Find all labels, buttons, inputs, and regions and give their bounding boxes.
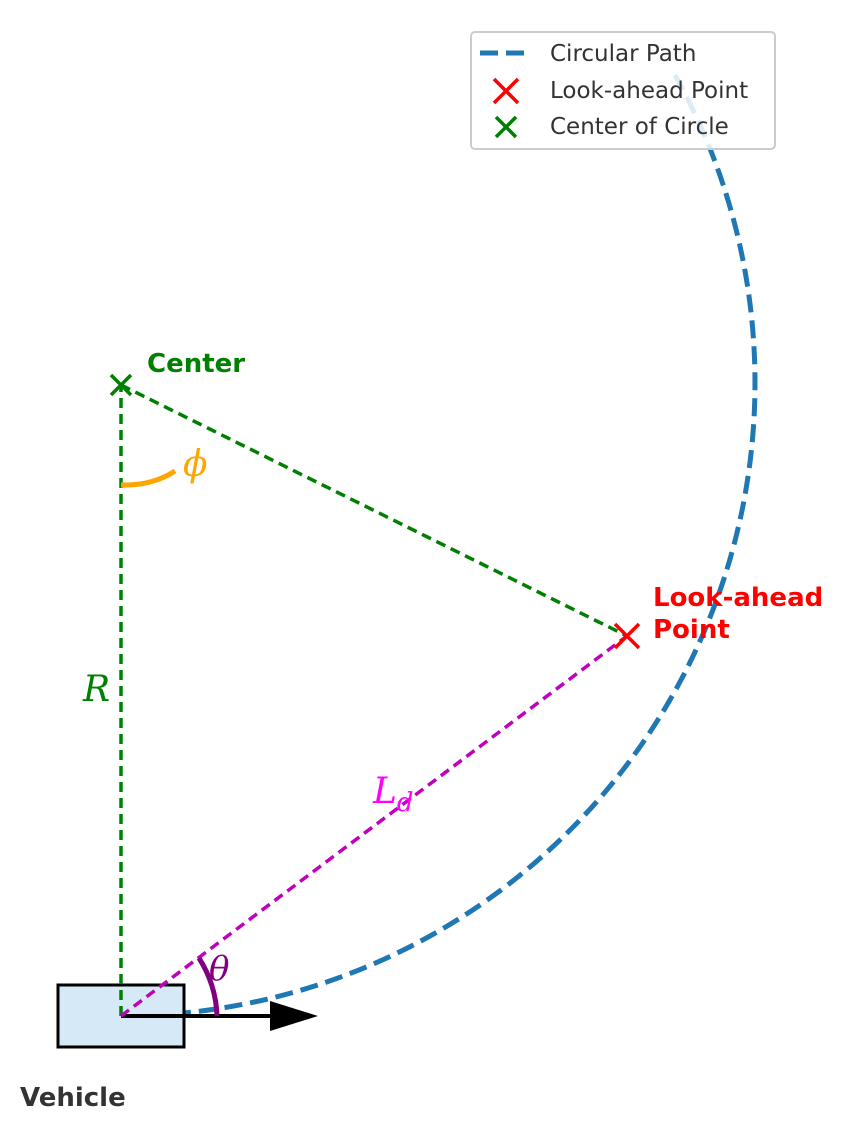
ld-label-subscript: d — [397, 788, 414, 818]
ld-label: Ld — [372, 771, 414, 818]
legend: Circular Path Look-ahead Point Center of… — [470, 31, 776, 150]
lookahead-label: Look-ahead Point — [653, 583, 832, 645]
theta-label: θ — [209, 949, 229, 989]
vehicle-label: Vehicle — [20, 1083, 126, 1113]
legend-red-x-icon — [492, 77, 520, 105]
circular-path — [120, 73, 758, 1019]
lookahead-label-line1: Look-ahead — [653, 583, 823, 613]
center-to-lookahead-line — [120, 383, 628, 638]
lookahead-distance-line — [119, 634, 629, 1018]
heading-arrow-head — [270, 1001, 318, 1031]
legend-item-circular-path: Circular Path — [550, 41, 696, 67]
lookahead-marker — [613, 622, 641, 650]
legend-green-x-icon — [494, 115, 518, 139]
legend-frame — [470, 31, 776, 150]
theta-angle-arc — [196, 956, 220, 1017]
legend-item-lookahead-point: Look-ahead Point — [550, 78, 748, 104]
lookahead-label-line2: Point — [653, 615, 730, 645]
ld-label-main: L — [372, 771, 397, 812]
legend-item-center-of-circle: Center of Circle — [550, 114, 729, 140]
center-label: Center — [147, 349, 245, 379]
radius-label: R — [82, 669, 110, 710]
center-marker — [109, 373, 133, 397]
phi-angle-arc — [120, 468, 177, 488]
phi-label: ϕ — [183, 444, 208, 485]
